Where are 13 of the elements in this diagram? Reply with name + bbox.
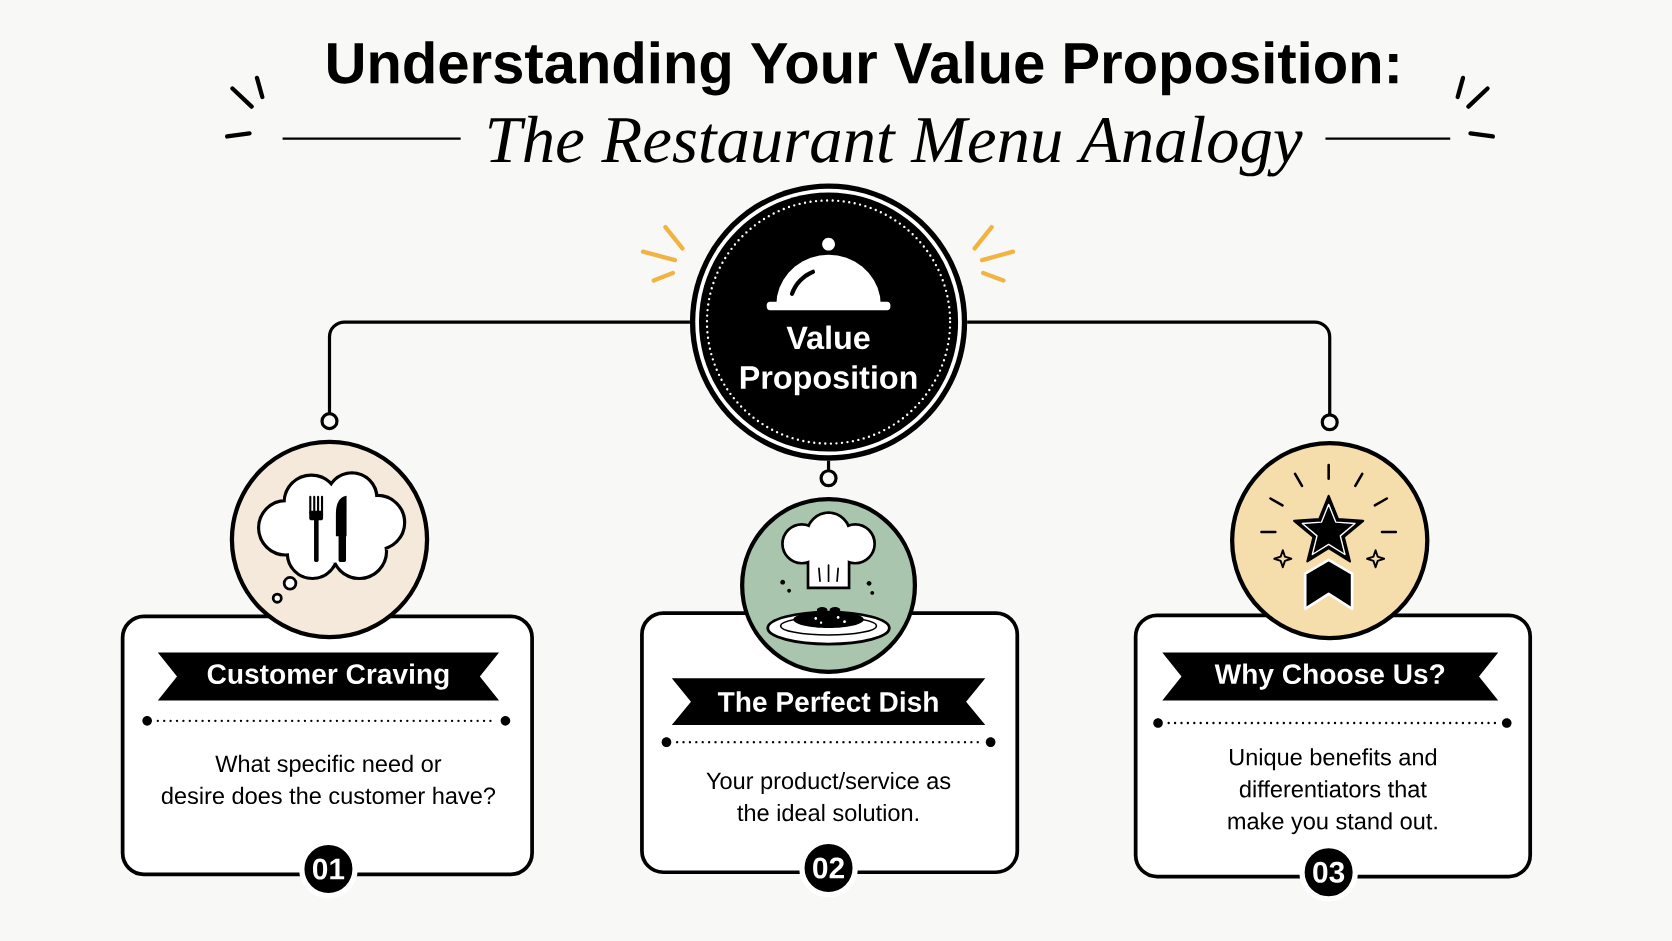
connector (967, 320, 1339, 432)
number-badge: 03 (1299, 842, 1358, 902)
hub-label: Value Proposition (740, 325, 917, 396)
ribbon-banner: The Perfect Dish (671, 678, 986, 726)
description-text: Unique benefits and differentiators that make you stand out. (1228, 748, 1437, 835)
description-text: What specific need or desire does the customer have? (161, 754, 496, 805)
ribbon-banner: Why Choose Us? (1162, 652, 1499, 701)
connector (320, 320, 690, 431)
number-badge: 02 (799, 838, 858, 898)
connector (819, 460, 838, 488)
title: Understanding Your Value Proposition: (328, 41, 1398, 96)
number-badge: 01 (299, 839, 358, 899)
description-text: Your product/service as the ideal solution. (706, 771, 951, 822)
